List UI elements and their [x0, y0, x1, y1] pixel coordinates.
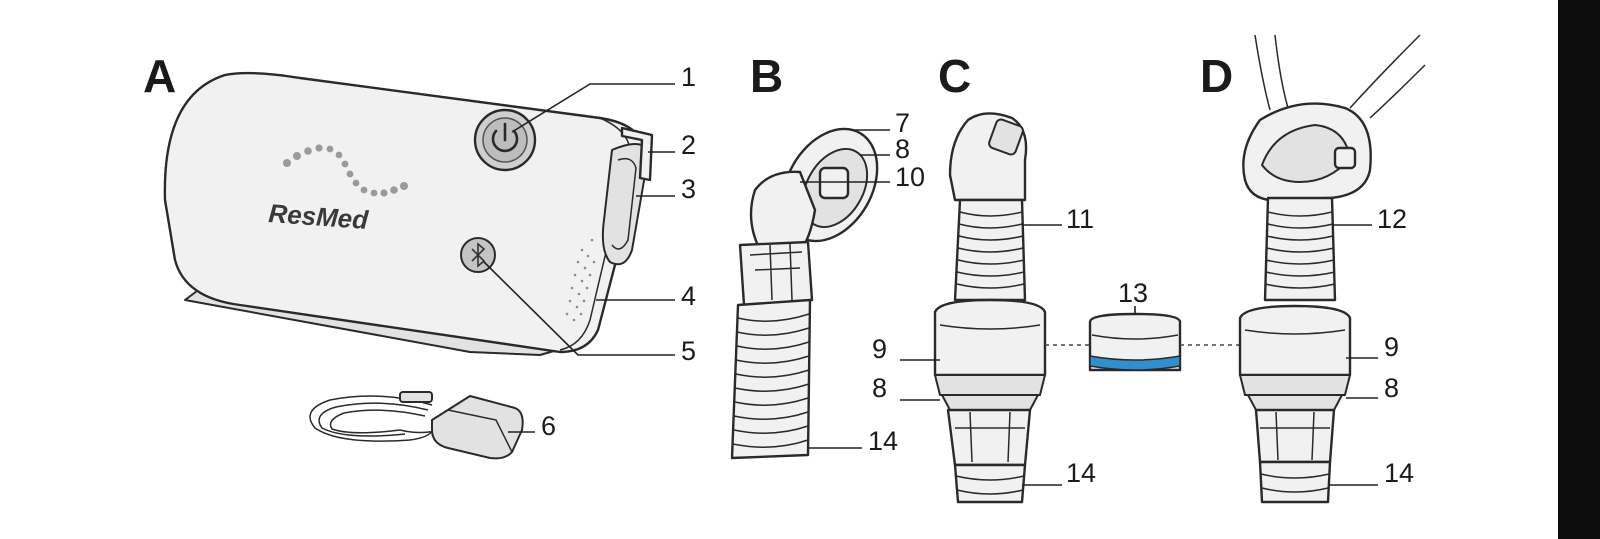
- hose-c-ribs: [956, 211, 1025, 289]
- lower-cuff-c-detail: [955, 411, 1025, 463]
- power-cord-loop-3: [329, 409, 426, 434]
- tube-c-ribs: [955, 475, 1025, 495]
- power-icon: [491, 122, 519, 153]
- elbow-c-clip: [988, 118, 1024, 156]
- lower-cuff-c: [946, 408, 1032, 467]
- elbow-body: [749, 170, 817, 252]
- filter-13: [1088, 312, 1182, 372]
- panel-b-elbow-assembly: [730, 127, 879, 460]
- panel-letter-c: C: [938, 50, 971, 102]
- callout-10: 10: [895, 162, 925, 192]
- filter-housing-c: [933, 298, 1047, 377]
- power-adapter-edge: [447, 409, 513, 453]
- panel-c-leaders: [900, 224, 1062, 486]
- callout-7: 7: [895, 108, 910, 138]
- callout-14-c: 14: [1066, 458, 1096, 488]
- callout-4: 4: [681, 281, 696, 311]
- filter-line: [1091, 334, 1179, 340]
- tube-c: [953, 463, 1027, 504]
- callout-6: 6: [541, 411, 556, 441]
- right-edge-bar: [1558, 0, 1600, 539]
- callout-8-d: 8: [1384, 373, 1399, 403]
- callout-2: 2: [681, 130, 696, 160]
- resmed-logo-mark: [283, 144, 408, 197]
- strap-left-1: [1254, 34, 1271, 111]
- hose-d-ribs: [1264, 211, 1336, 289]
- panel-d-assembly: [1238, 34, 1426, 504]
- panel-a-leaders: [483, 83, 675, 433]
- callout-8-c: 8: [872, 373, 887, 403]
- filter-housing-d: [1238, 304, 1352, 377]
- filter-housing-c-line: [939, 324, 1041, 330]
- strap-right-2: [1369, 64, 1426, 119]
- elbow-cuff-detail: [749, 243, 803, 301]
- filter-housing-d-line: [1244, 329, 1346, 335]
- strap-left-2: [1274, 34, 1289, 109]
- lower-cuff-d-detail: [1260, 411, 1330, 461]
- callout-14-d: 14: [1384, 458, 1414, 488]
- usb-plug: [399, 391, 433, 403]
- power-cord-loop-1: [309, 395, 435, 442]
- power-cord-loop-2: [318, 402, 429, 437]
- tube-b-ribs: [732, 313, 810, 448]
- cpap-device: ResMed: [163, 71, 654, 356]
- tube-b: [730, 298, 812, 460]
- power-adapter: [431, 395, 524, 460]
- callout-13: 13: [1118, 278, 1148, 308]
- panel-letter-a: A: [143, 50, 176, 102]
- mask-clip: [1333, 146, 1357, 170]
- callout-3: 3: [681, 174, 696, 204]
- strap-right-1: [1349, 34, 1421, 109]
- tube-d: [1258, 460, 1332, 504]
- outlet-latch: [620, 126, 654, 182]
- callout-9-c: 9: [872, 334, 887, 364]
- filter-body: [1088, 312, 1182, 372]
- callout-1: 1: [681, 62, 696, 92]
- panel-letter-b: B: [750, 50, 783, 102]
- connector-ring-c-lower: [941, 394, 1039, 411]
- filter-dashed-guides: [1045, 306, 1240, 346]
- callout-9-d: 9: [1384, 332, 1399, 362]
- callout-12: 12: [1377, 204, 1407, 234]
- panel-b-leaders: [800, 129, 890, 449]
- callout-11: 11: [1066, 204, 1094, 234]
- panel-letter-d: D: [1200, 50, 1233, 102]
- connector-ring-c: [934, 374, 1046, 396]
- assembly-diagram: A B C D: [143, 34, 1426, 504]
- connector-ring-d: [1239, 374, 1351, 396]
- panel-d-leaders: [1330, 224, 1378, 486]
- callout-8-b: 8: [895, 134, 910, 164]
- elbow-clip: [818, 166, 850, 200]
- air-outlet-inner: [611, 157, 637, 250]
- panel-c-assembly: [933, 112, 1047, 504]
- resmed-logo-text: ResMed: [268, 198, 371, 235]
- bluetooth-icon: [471, 242, 486, 268]
- power-supply: [309, 391, 524, 460]
- elbow-cuff: [738, 240, 814, 307]
- connector-ring-d-lower: [1247, 394, 1343, 411]
- air-outlet: [601, 143, 649, 266]
- callout-14-b: 14: [868, 426, 898, 456]
- power-button[interactable]: [473, 108, 537, 172]
- air-vent-grille: [565, 238, 596, 322]
- tube-d-ribs: [1260, 473, 1330, 493]
- callout-5: 5: [681, 336, 696, 366]
- lower-cuff-d: [1254, 408, 1336, 464]
- filter-seal-ring: [1089, 355, 1181, 371]
